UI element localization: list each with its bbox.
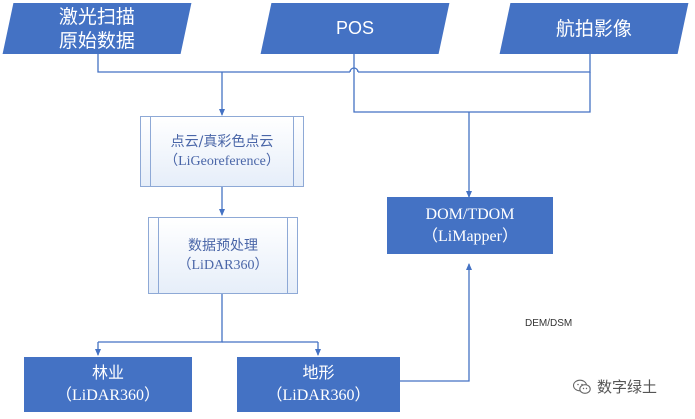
terrain-line2: （LiDAR360） [266, 386, 371, 404]
watermark-text: 数字绿土 [597, 378, 658, 396]
dom-output: DOM/TDOM （LiMapper） [387, 197, 553, 254]
aerial-image-label: 航拍影像 [555, 17, 632, 40]
forestry-line2: （LiDAR360） [55, 386, 160, 404]
georeference-process: 点云/真彩色点云 （LiGeoreference） [140, 116, 304, 187]
pos-input: POS [260, 3, 450, 54]
dem-dsm-note: DEM/DSM [525, 318, 573, 329]
line-preprocess-split [98, 294, 223, 343]
pos-label: POS [335, 18, 374, 38]
georeference-line2: （LiGeoreference） [164, 153, 280, 169]
wechat-icon [573, 379, 591, 394]
dom-line1: DOM/TDOM [425, 205, 515, 223]
laser-scan-input: 激光扫描 原始数据 [2, 3, 192, 54]
terrain-line1: 地形 [302, 364, 335, 382]
dom-line2: （LiMapper） [422, 227, 518, 245]
aerial-image-input: 航拍影像 [499, 3, 689, 54]
terrain-output: 地形 （LiDAR360） [237, 357, 400, 412]
line-laser-to-bus [97, 54, 350, 73]
laser-scan-line1: 激光扫描 [58, 5, 135, 28]
arrow-terrain-to-dom [400, 263, 472, 382]
forestry-line1: 林业 [91, 364, 124, 382]
preprocess-line1: 数据预处理 [188, 237, 258, 254]
line-bus-to-aerial [358, 54, 591, 73]
preprocess-line2: （LiDAR360） [177, 257, 269, 273]
georeference-line1: 点云/真彩色点云 [170, 133, 274, 150]
forestry-output: 林业 （LiDAR360） [24, 357, 192, 412]
line-pos-down [353, 54, 591, 113]
preprocess-process: 数据预处理 （LiDAR360） [148, 217, 298, 294]
watermark: 数字绿土 [573, 376, 657, 397]
laser-scan-line2: 原始数据 [58, 29, 135, 52]
